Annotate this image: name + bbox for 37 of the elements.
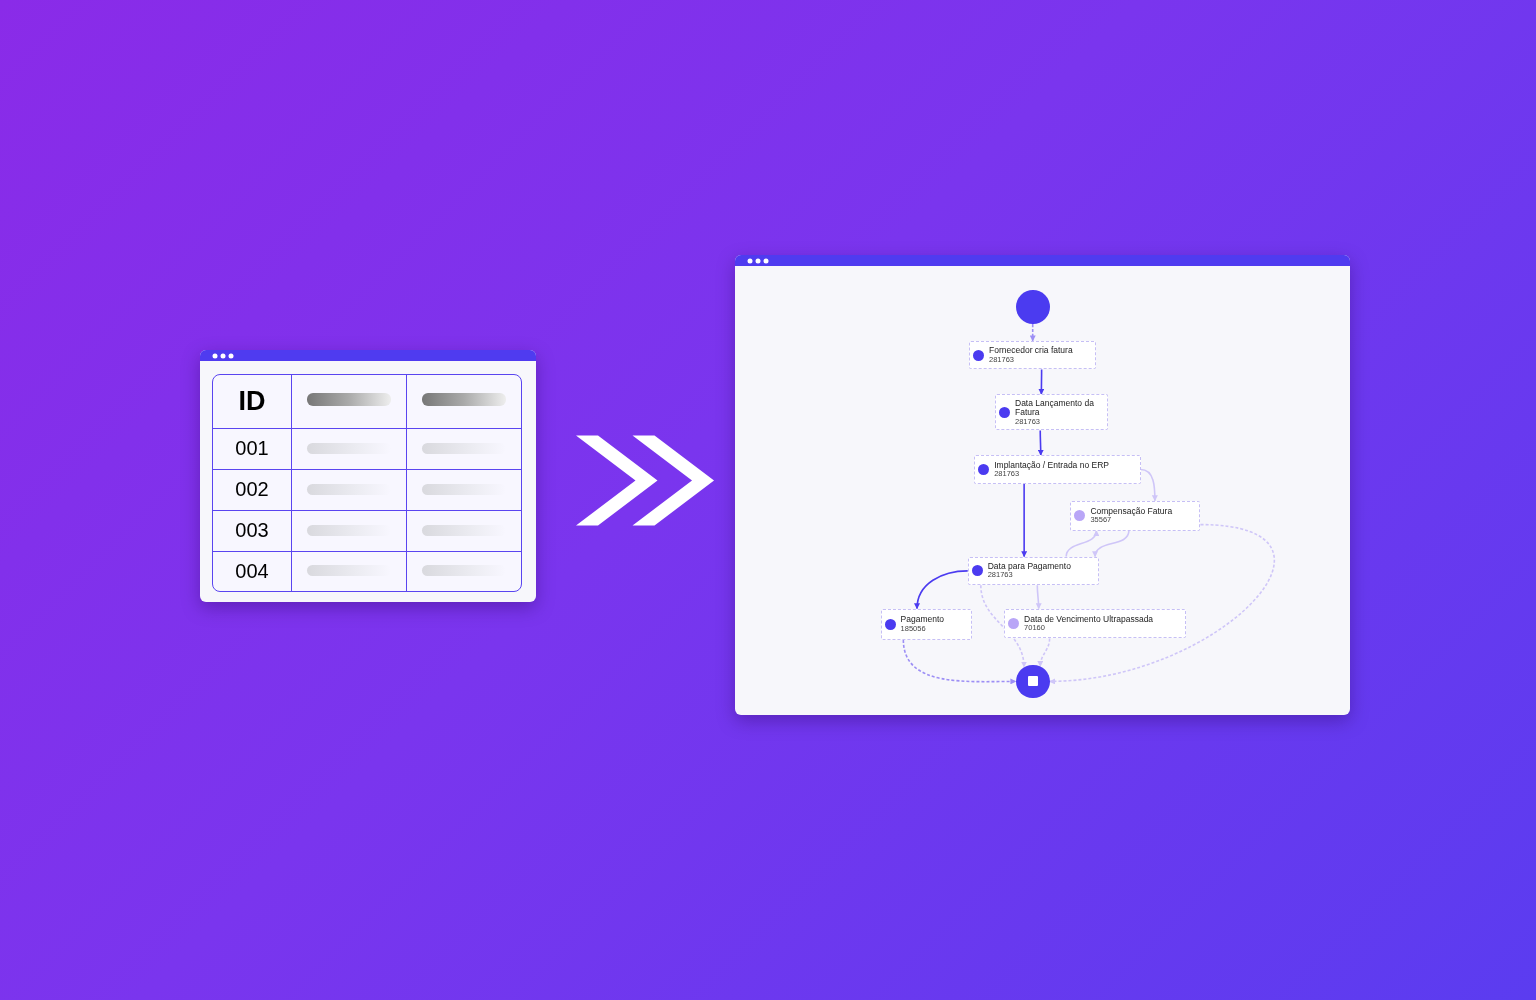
end-circle [1015, 664, 1050, 699]
activity-name: Fornecedor cria fatura [989, 346, 1073, 356]
activity-name: Pagamento [900, 615, 945, 625]
arrow [914, 570, 969, 610]
activity-box [967, 556, 1099, 586]
arrow [1021, 483, 1028, 558]
arrow [902, 639, 1017, 685]
activity-name: Compensação Fatura [1090, 506, 1173, 516]
arrow [980, 584, 1027, 668]
start-circle [1015, 290, 1050, 324]
arrow [1093, 529, 1130, 558]
activity-box [974, 455, 1141, 484]
table-cell: 002 [213, 469, 292, 511]
arrow [1029, 323, 1036, 342]
activity-name: Implantação / Entrada no ERP [994, 460, 1109, 470]
activity-name: Data de Vencimento Ultrapassada [1024, 614, 1154, 625]
activity-box [1004, 608, 1187, 639]
arrow [1035, 584, 1042, 610]
table-cell: 004 [213, 551, 292, 591]
activity-box [969, 340, 1097, 370]
arrow [1139, 468, 1158, 502]
activity-name: Data para Pagamento [987, 562, 1071, 572]
arrow [1048, 523, 1275, 684]
activity-box [995, 394, 1109, 431]
arrow [1038, 368, 1045, 395]
arrow [1037, 637, 1051, 668]
arrow [1037, 429, 1044, 456]
table-cell: 003 [213, 510, 292, 552]
arrow [1065, 529, 1099, 558]
activity-box [1070, 500, 1201, 531]
activity-name: Data Lançamento da Fatura [1015, 398, 1095, 418]
browser-window [735, 255, 1350, 715]
chevron-arrow [576, 435, 715, 526]
table-window [200, 350, 536, 602]
activity-box [880, 608, 972, 640]
table-cell: 001 [213, 428, 292, 470]
column-header: ID [213, 375, 292, 429]
